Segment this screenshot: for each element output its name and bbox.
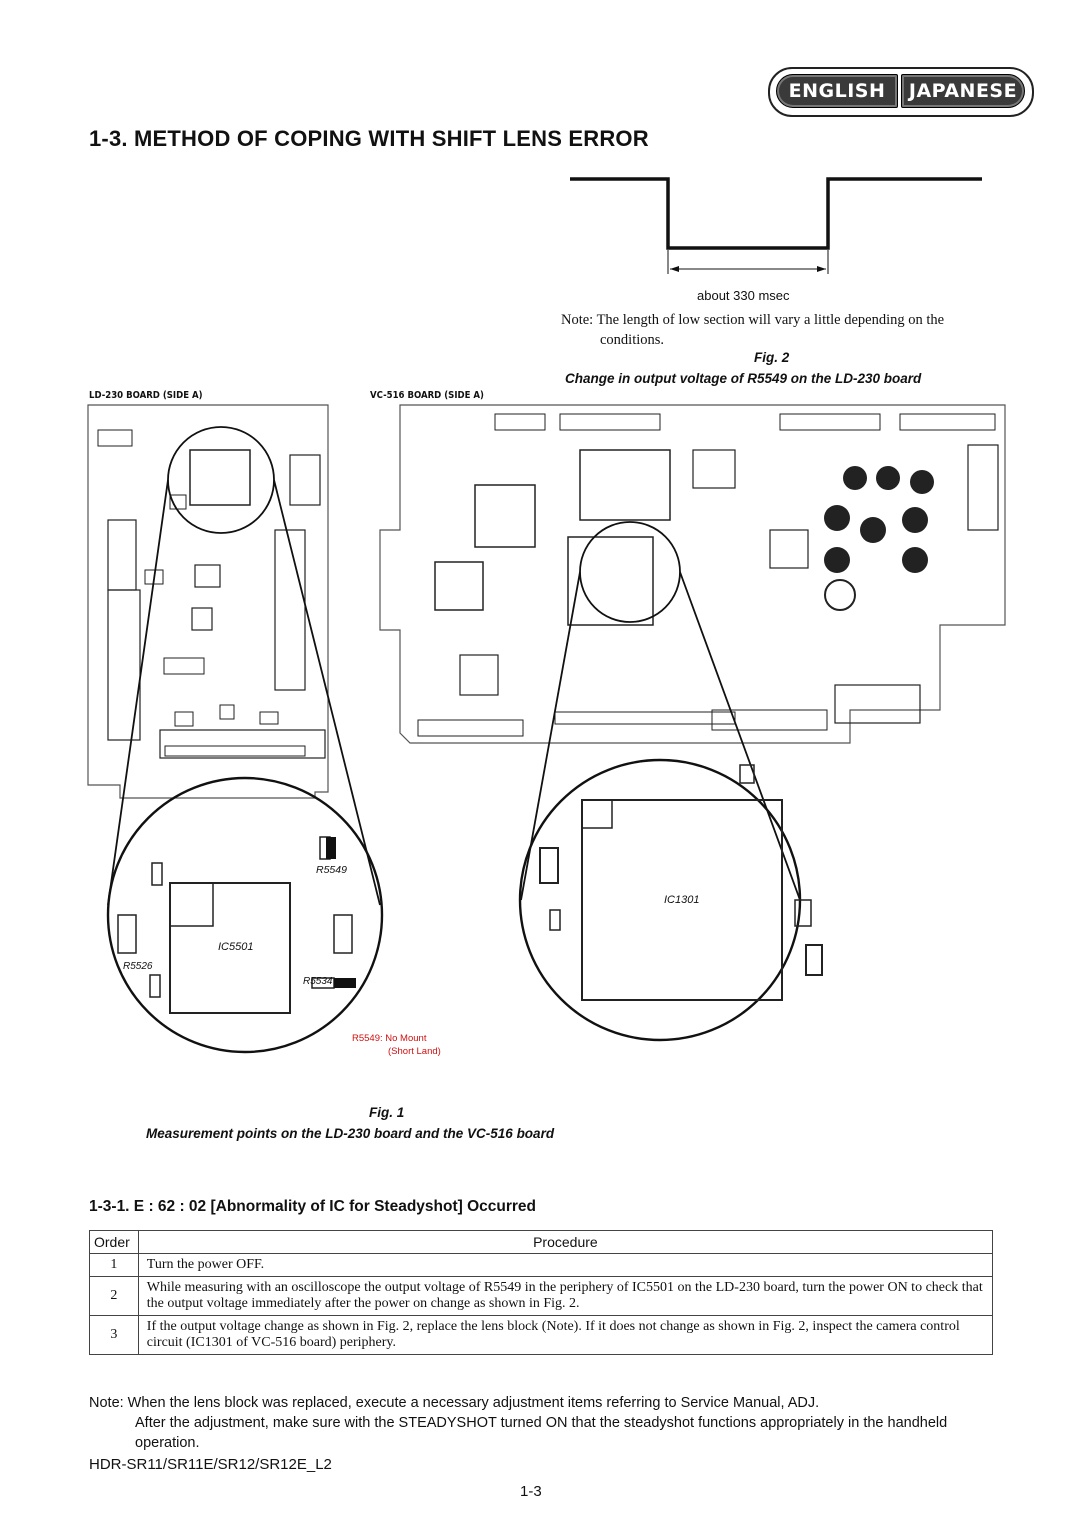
fig2-caption: Change in output voltage of R5549 on the…: [565, 371, 922, 386]
timing-label: about 330 msec: [697, 288, 790, 303]
ld230-zoom-circle: [106, 776, 384, 1054]
row-order: 1: [89, 1253, 139, 1277]
vc516-zoom-circle: [518, 758, 802, 1042]
footer-model: HDR-SR11/SR11E/SR12/SR12E_L2: [89, 1456, 332, 1473]
board-label-vc516: VC-516 BOARD (SIDE A): [370, 390, 484, 401]
label-r5526: R5526: [123, 961, 153, 972]
label-short-land: (Short Land): [388, 1046, 441, 1057]
label-no-mount: R5549: No Mount: [352, 1033, 427, 1044]
page-title: 1-3. METHOD OF COPING WITH SHIFT LENS ER…: [89, 126, 649, 151]
table-row: 1 Turn the power OFF.: [89, 1253, 994, 1277]
table-header-row: Order Procedure: [89, 1230, 994, 1254]
fig1-caption: Measurement points on the LD-230 board a…: [146, 1126, 555, 1141]
row-order: 3: [89, 1315, 139, 1355]
row-order: 2: [89, 1276, 139, 1316]
bottom-note: Note: When the lens block was replaced, …: [89, 1393, 1009, 1453]
board-label-ld230: LD-230 BOARD (SIDE A): [89, 390, 203, 401]
label-ic1301: IC1301: [664, 894, 700, 906]
waveform-figure: [570, 177, 982, 274]
pcb-figure: [87, 404, 1006, 1054]
english-button[interactable]: ENGLISH: [776, 74, 898, 108]
label-r5549: R5549: [316, 864, 347, 876]
table-row: 2 While measuring with an oscilloscope t…: [89, 1276, 994, 1316]
japanese-button[interactable]: JAPANESE: [901, 74, 1025, 108]
fig1-label: Fig. 1: [369, 1105, 405, 1120]
label-ic5501: IC5501: [218, 941, 254, 953]
label-r5534: R5534: [303, 976, 333, 987]
row-procedure: Turn the power OFF.: [137, 1253, 994, 1277]
fig2-label: Fig. 2: [754, 350, 790, 365]
row-procedure: While measuring with an oscilloscope the…: [137, 1276, 994, 1316]
note-line1: Note: When the lens block was replaced, …: [89, 1395, 820, 1411]
section-heading: 1-3-1. E : 62 : 02 [Abnormality of IC fo…: [89, 1198, 537, 1215]
page-number: 1-3: [520, 1483, 542, 1500]
row-procedure: If the output voltage change as shown in…: [137, 1315, 994, 1355]
vc516-board-outline: [379, 404, 1006, 744]
table-row: 3 If the output voltage change as shown …: [89, 1315, 994, 1355]
fig2-note: Note: The length of low section will var…: [561, 312, 945, 328]
language-switch: ENGLISH JAPANESE: [768, 67, 1034, 117]
header-order: Order: [89, 1230, 139, 1254]
header-procedure: Procedure: [137, 1230, 994, 1254]
fig2-note-cont: conditions.: [600, 332, 665, 348]
note-line2: After the adjustment, make sure with the…: [135, 1415, 948, 1451]
ld230-board-outline: [87, 404, 329, 799]
procedure-table: Order Procedure 1 Turn the power OFF. 2 …: [89, 1230, 994, 1355]
